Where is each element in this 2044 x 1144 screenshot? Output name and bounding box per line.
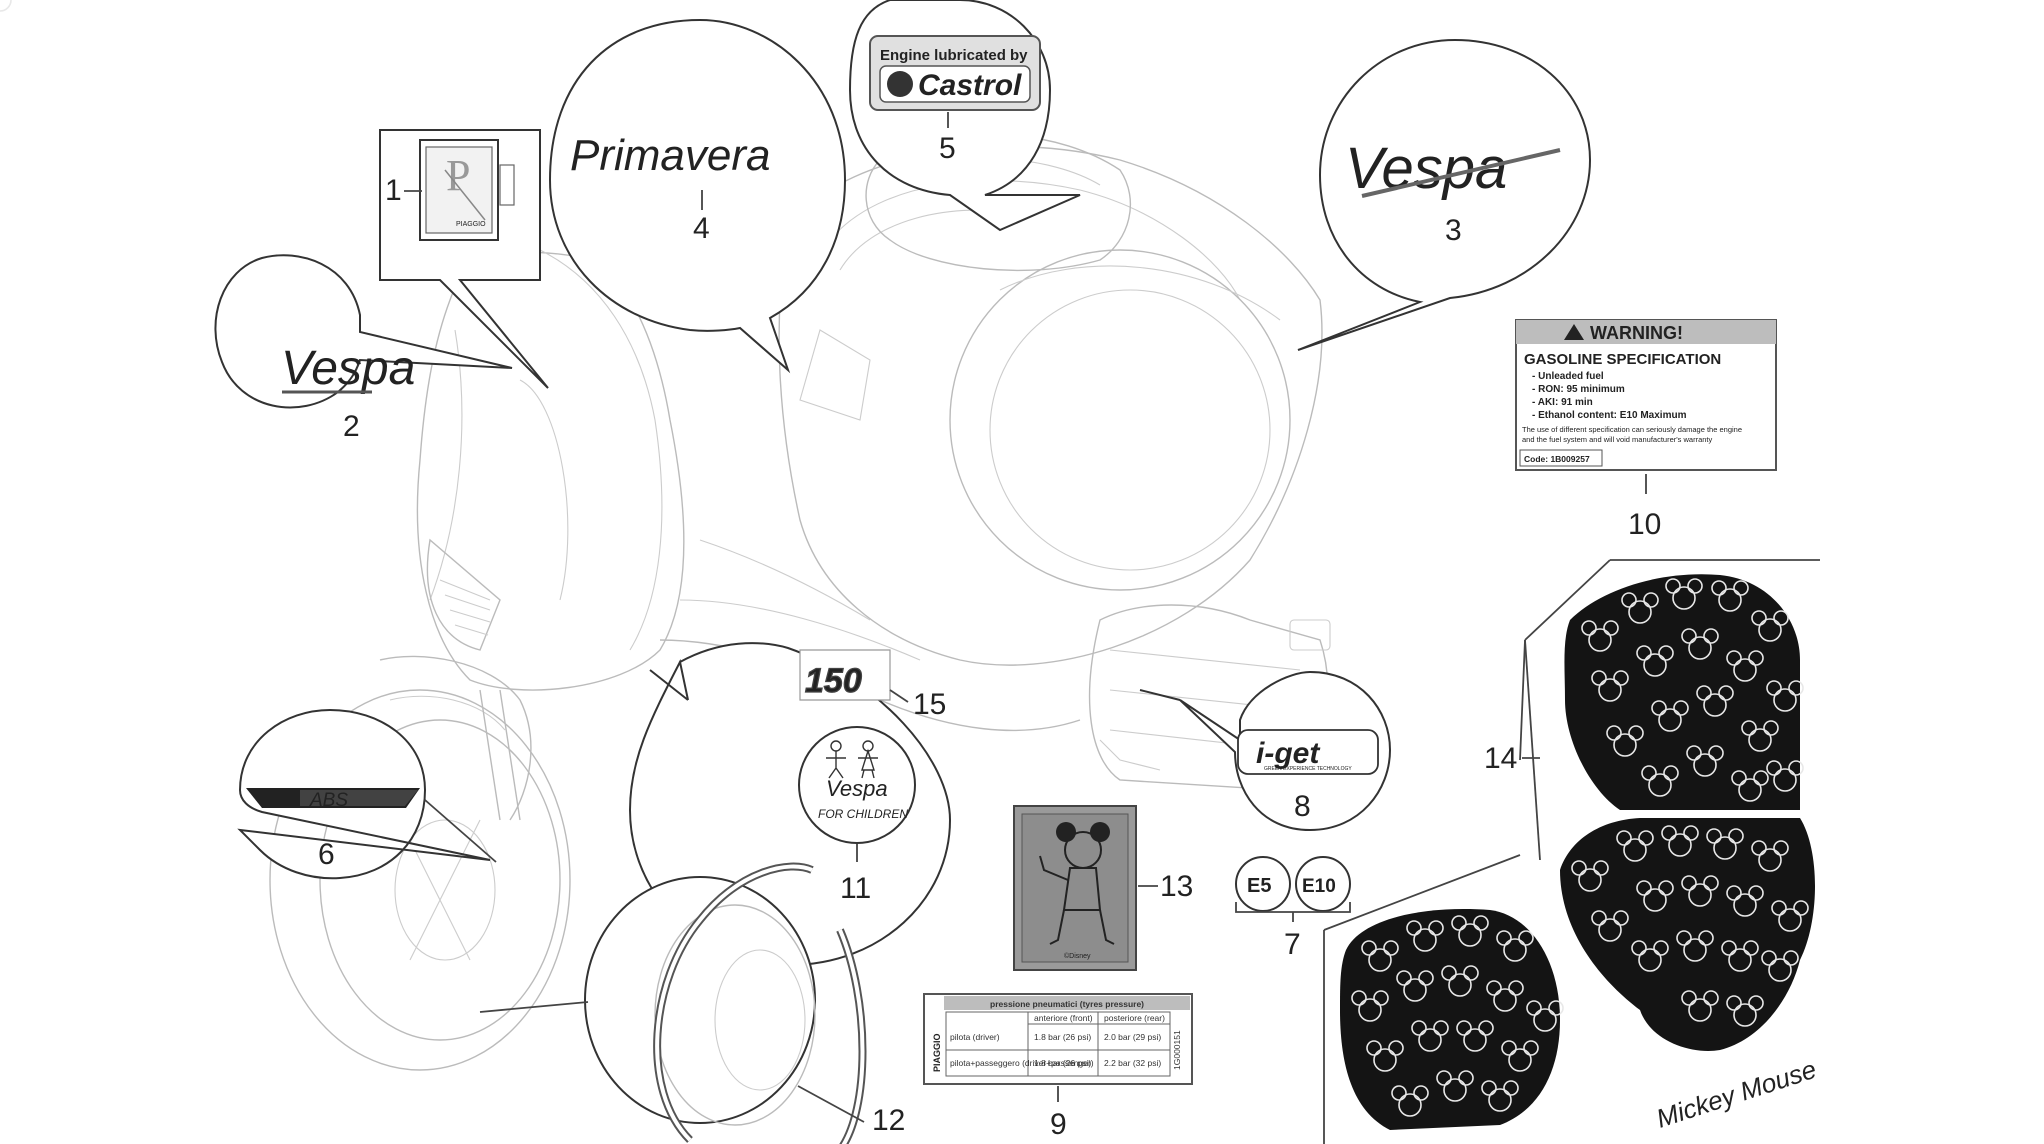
callout-8-iget: i-get GREEN EXPERIENCE TECHNOLOGY 8 [1139, 670, 1392, 832]
warning-code: Code: 1B009257 [1524, 454, 1590, 464]
tyre-brand: PIAGGIO [932, 1033, 942, 1072]
warning-note-2: and the fuel system and will void manufa… [1522, 435, 1713, 444]
disney-copyright: ©Disney [1064, 952, 1091, 960]
label-3: 3 [1445, 214, 1462, 247]
vespa-logo-text-front: Vespa [281, 342, 415, 395]
label-10: 10 [1628, 508, 1661, 541]
castrol-top-text: Engine lubricated by [880, 47, 1028, 64]
tyre-row1-front: 1.8 bar (26 psi) [1034, 1032, 1091, 1042]
size-150-text: 150 [805, 662, 862, 700]
label-10-warning-sticker: WARNING! GASOLINE SPECIFICATION - Unlead… [1515, 319, 1777, 541]
piaggio-small-text: PIAGGIO [456, 221, 486, 228]
scooter-drawing [269, 133, 1331, 1071]
label-7: 7 [1284, 928, 1301, 961]
tyre-code: 1G000151 [1172, 1030, 1182, 1070]
label-11: 11 [840, 872, 871, 905]
tyre-row2-rear: 2.2 bar (32 psi) [1104, 1058, 1161, 1068]
warning-line-1: - Unleaded fuel [1532, 371, 1604, 382]
tyre-header-rear: posteriore (rear) [1104, 1013, 1165, 1023]
callout-1-piaggio-badge: P PIAGGIO 1 [379, 129, 549, 389]
callout-12-wheel-stripe: 12 [479, 862, 905, 1144]
iget-logo-text: i-get [1256, 737, 1321, 770]
label-12: 12 [872, 1104, 905, 1137]
label-1: 1 [385, 174, 402, 207]
tyre-row1-label: pilota (driver) [950, 1032, 1000, 1042]
label-9: 9 [1050, 1108, 1067, 1141]
e5-badge: E5 [1247, 875, 1271, 897]
mickey-signature: Mickey Mouse [1653, 1054, 1820, 1134]
tyre-header-front: anteriore (front) [1034, 1013, 1093, 1023]
label-9-tyre-pressure: pressione pneumatici (tyres pressure) PI… [923, 993, 1193, 1141]
tyre-row2-label: pilota+passeggero (driver+passenger) [950, 1058, 1094, 1068]
warning-line-2: - RON: 95 minimum [1532, 384, 1625, 395]
label-14: 14 [1484, 742, 1517, 775]
plate-13-mickey: ©Disney 13 [1013, 805, 1193, 971]
callout-5-castrol: Engine lubricated by Castrol 5 [848, 0, 1081, 232]
label-2: 2 [343, 410, 360, 443]
callout-2-vespa-logo: Vespa 2 [214, 254, 513, 443]
warning-line-4: - Ethanol content: E10 Maximum [1532, 410, 1687, 421]
warning-line-3: - AKI: 91 min [1532, 397, 1593, 408]
warning-header: WARNING! [1590, 323, 1683, 343]
label-5: 5 [939, 132, 956, 165]
castrol-brand-text: Castrol [918, 69, 1022, 102]
primavera-logo-text: Primavera [570, 131, 771, 180]
label-4: 4 [693, 212, 710, 245]
tyre-row1-rear: 2.0 bar (29 psi) [1104, 1032, 1161, 1042]
warning-title: GASOLINE SPECIFICATION [1524, 351, 1721, 368]
iget-subtitle: GREEN EXPERIENCE TECHNOLOGY [1264, 766, 1352, 772]
decal-14-mickey-set: 14 [0, 0, 1820, 1144]
callout-6-abs: ABS 6 [237, 708, 497, 880]
callout-3-vespa-side-logo: Vespa 3 [1297, 38, 1592, 351]
label-13: 13 [1160, 870, 1193, 903]
callout-4-primavera: Primavera 4 [548, 18, 847, 374]
label-6: 6 [318, 838, 335, 871]
label-15: 15 [913, 688, 946, 721]
warning-note-1: The use of different specification can s… [1522, 425, 1742, 434]
tyre-title: pressione pneumatici (tyres pressure) [990, 999, 1144, 1009]
abs-text: ABS [309, 790, 348, 811]
for-children-text: FOR CHILDREN [818, 807, 908, 821]
label-8: 8 [1294, 790, 1311, 823]
decal-7-ethanol-badges: E5 E10 7 [1235, 856, 1351, 961]
e10-badge: E10 [1302, 876, 1336, 897]
tyre-row2-front: 1.8 bar (26 psi) [1034, 1058, 1091, 1068]
vespa-for-children-logo: Vespa [826, 776, 888, 801]
